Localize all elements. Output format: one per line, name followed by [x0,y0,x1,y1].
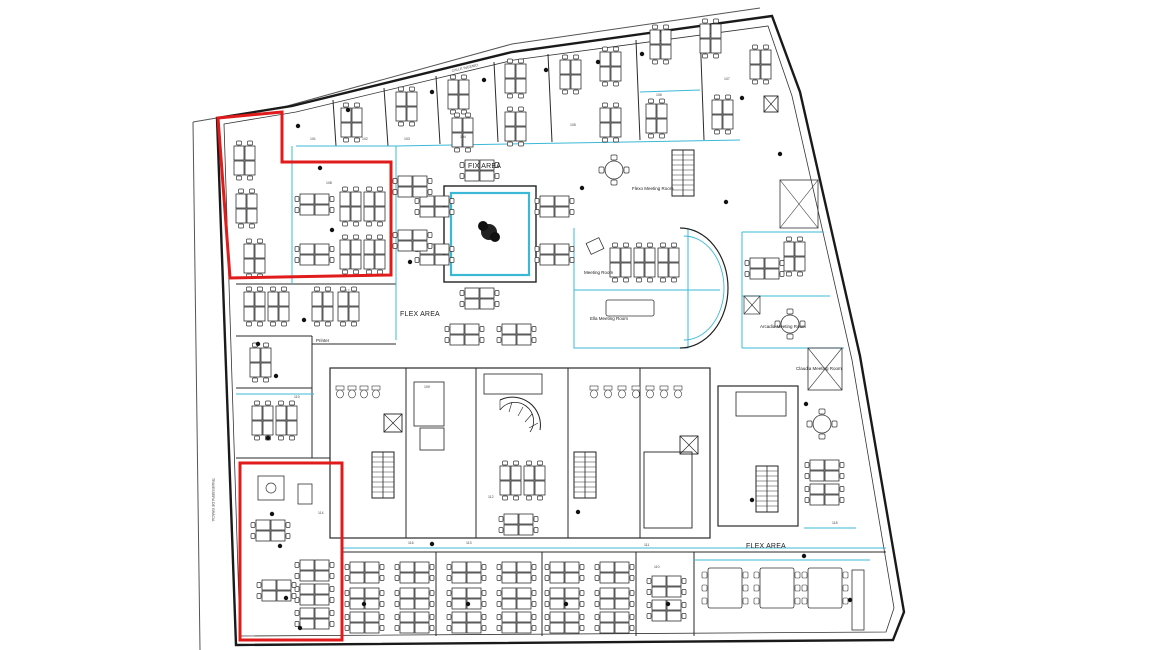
highlight-zones [216,110,393,642]
ella-meeting-label: Ella Meeting Room [590,316,628,321]
room-code: 111 [644,543,649,547]
room-code: 106 [656,93,662,97]
room-code: 110 [654,565,660,569]
zone-top-left [216,110,393,280]
flex-area-left-label: FLEX AREA [400,311,440,318]
arcadia-meeting-label: Arcadia Meeting Room [760,324,806,329]
room-code: 119 [294,395,300,399]
room-code: 118 [832,521,838,525]
interior-walls [236,29,886,636]
cores [257,95,843,529]
tree-icon [478,221,500,242]
labels: FIX AREA FLEX AREA FLEX AREA Printer Mee… [211,63,842,569]
printer-label: Printer [316,338,330,343]
room-code: 102 [362,137,368,141]
room-code: 113 [466,541,472,545]
spiral-stair [483,373,543,433]
room-code: 114 [318,511,324,515]
fix-area-label: FIX AREA [468,163,501,170]
room-code: 101 [310,137,316,141]
room-code: 108 [326,181,332,185]
flex-area-bottom-label: FLEX AREA [746,543,786,550]
zone-bottom-left [238,461,344,642]
claudia-meeting-label: Claudia Meeting Room [796,366,842,371]
meeting-room-label: Meeting Room [584,270,614,275]
room-code: 107 [724,77,730,81]
room-code: 104 [460,135,466,139]
street-left-label: TRAVESSERA DE GRÀCIA [211,478,215,522]
room-code: 117 [344,289,350,293]
flexo-meeting-label: Flexo Meeting Room [632,186,674,191]
meeting-rooms [585,154,865,631]
room-code: 105 [570,123,576,127]
atrium [414,159,575,346]
room-code: 103 [404,137,410,141]
room-code: 112 [488,495,494,499]
street-top-label: CALLE INGENIO [451,63,478,73]
room-code: 109 [424,385,430,389]
room-code: 116 [408,541,414,545]
